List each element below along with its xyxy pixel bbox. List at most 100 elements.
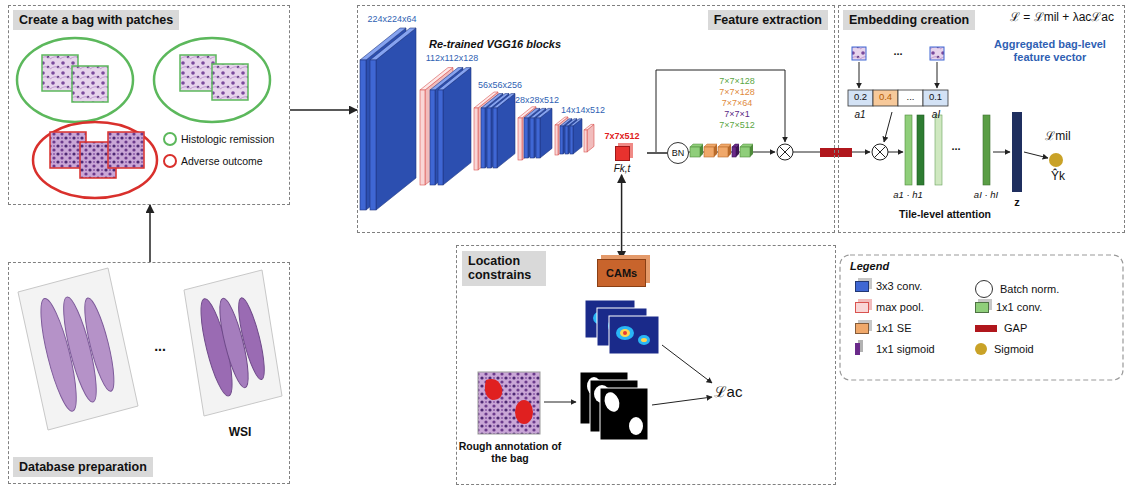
cam-heatmap bbox=[585, 300, 659, 354]
legend-entry: 1x1 sigmoid bbox=[855, 343, 935, 355]
figure-label: Rough annotation of the bag bbox=[455, 440, 565, 464]
vgg16-blocks bbox=[560, 126, 563, 154]
attention-blocks bbox=[704, 144, 717, 157]
flow-line bbox=[937, 62, 938, 88]
figure-label: 7×7×128 bbox=[719, 76, 755, 86]
bag-illustration bbox=[17, 38, 133, 122]
legend-swatch bbox=[855, 323, 869, 334]
figure-label: 7×7×64 bbox=[722, 98, 753, 108]
legend-entry: 1x1 SE bbox=[855, 322, 911, 334]
connector-arrow bbox=[621, 175, 623, 259]
figure-label: 56x56x256 bbox=[478, 80, 522, 90]
cam-box: CAMs bbox=[597, 259, 646, 287]
flow-line bbox=[656, 70, 785, 152]
cam-heatmap bbox=[623, 331, 627, 335]
figure-label: z bbox=[1014, 196, 1020, 209]
figure-label: 7×7×1 bbox=[724, 109, 750, 119]
feature-bar bbox=[905, 112, 1063, 192]
flow-line bbox=[652, 397, 712, 405]
legend-swatch bbox=[855, 281, 869, 292]
figure-label: 0.4 bbox=[879, 92, 892, 103]
vgg16-blocks bbox=[584, 130, 587, 152]
attention-blocks bbox=[704, 147, 714, 157]
flow-line bbox=[993, 152, 1010, 153]
figure-label: 0.2 bbox=[854, 92, 867, 103]
bag-illustration bbox=[33, 122, 157, 198]
node-text: 7x7x512 bbox=[604, 131, 639, 142]
figure-label: a1 bbox=[854, 109, 865, 121]
attention-blocks bbox=[718, 144, 731, 147]
attention-blocks bbox=[690, 144, 703, 157]
figure-label: ℒ = ℒmil + λacℒac bbox=[1010, 11, 1114, 25]
panel-heading: Database preparation bbox=[13, 457, 153, 477]
cam-heatmap bbox=[641, 338, 647, 342]
flow-line bbox=[662, 345, 712, 383]
figure-label: a1 · h1 bbox=[893, 190, 923, 201]
vgg16-blocks bbox=[584, 124, 594, 130]
bag-legend-circle bbox=[164, 133, 176, 167]
legend-text: GAP bbox=[1004, 322, 1027, 334]
wsi-slides bbox=[79, 296, 120, 394]
figure-label: Aggregated bag-level feature vector bbox=[982, 38, 1118, 63]
vgg16-blocks bbox=[481, 108, 485, 168]
vgg16-blocks bbox=[524, 118, 528, 158]
attention-blocks bbox=[732, 144, 739, 147]
legend-text: 1x1 SE bbox=[876, 322, 911, 334]
wsi-slides bbox=[18, 268, 138, 430]
vgg16-blocks bbox=[370, 60, 376, 210]
figure-label: Adverse outcome bbox=[181, 155, 263, 167]
wsi-slides bbox=[18, 268, 282, 430]
figure-label: 224x224x64 bbox=[367, 14, 416, 24]
feature-bar bbox=[983, 115, 990, 185]
multiply-symbol bbox=[779, 146, 790, 157]
dashed-panel: 7x7x512Fk,tBNFeature extraction bbox=[357, 5, 835, 233]
feature-map: 7x7x512Fk,t bbox=[597, 131, 647, 175]
figure-label: 112x112x128 bbox=[426, 53, 479, 63]
legend-entry: max pool. bbox=[855, 301, 924, 313]
figure-label: Ŷk bbox=[1051, 170, 1065, 184]
attention-blocks bbox=[718, 147, 728, 157]
attention-blocks bbox=[732, 147, 736, 157]
flow-line bbox=[544, 402, 576, 403]
vgg16-blocks bbox=[536, 108, 552, 118]
cam-heatmap bbox=[616, 326, 634, 340]
vgg16-blocks bbox=[487, 108, 491, 168]
wsi-slides bbox=[234, 296, 270, 381]
node-text: Fk,t bbox=[614, 163, 631, 175]
gap-bar bbox=[820, 148, 852, 157]
legend-swatch bbox=[855, 343, 860, 355]
bag-illustration bbox=[72, 66, 108, 102]
figure-label: aI bbox=[932, 109, 940, 121]
gap-bar bbox=[820, 148, 852, 157]
vgg16-blocks bbox=[570, 126, 573, 154]
feature-map-block bbox=[615, 146, 630, 161]
annotation-mask bbox=[600, 388, 648, 440]
multiply-symbol bbox=[874, 146, 885, 157]
bag-legend-circle bbox=[164, 133, 176, 145]
attention-blocks bbox=[690, 144, 703, 147]
attention-blocks bbox=[690, 144, 753, 157]
vgg16-blocks bbox=[370, 28, 416, 60]
legend-text: Batch norm. bbox=[1000, 283, 1059, 295]
dashed-panel: Database preparation bbox=[8, 262, 290, 484]
multiply-symbol bbox=[872, 144, 888, 160]
feature-bar bbox=[935, 115, 942, 185]
wsi-slides bbox=[34, 286, 122, 414]
vgg16-blocks bbox=[493, 94, 515, 168]
node-text: CAMs bbox=[606, 267, 637, 279]
panel-heading: Embedding creation bbox=[843, 10, 975, 30]
figure-label: Histologic remission bbox=[181, 133, 274, 145]
figure-label: ... bbox=[907, 92, 915, 103]
legend-text: 1x1 conv. bbox=[996, 301, 1042, 313]
figure-label: Legend bbox=[850, 260, 889, 273]
patch-icon bbox=[930, 47, 944, 60]
feature-bar bbox=[1012, 112, 1022, 192]
legend-swatch bbox=[975, 343, 987, 355]
connector-arrow bbox=[647, 152, 667, 154]
node-text: BN bbox=[672, 149, 685, 158]
vgg16-blocks bbox=[584, 124, 594, 152]
figure-label: ℒmil bbox=[1045, 130, 1070, 144]
attention-weight-cell bbox=[898, 90, 923, 106]
attention-weight-cell bbox=[923, 90, 948, 106]
